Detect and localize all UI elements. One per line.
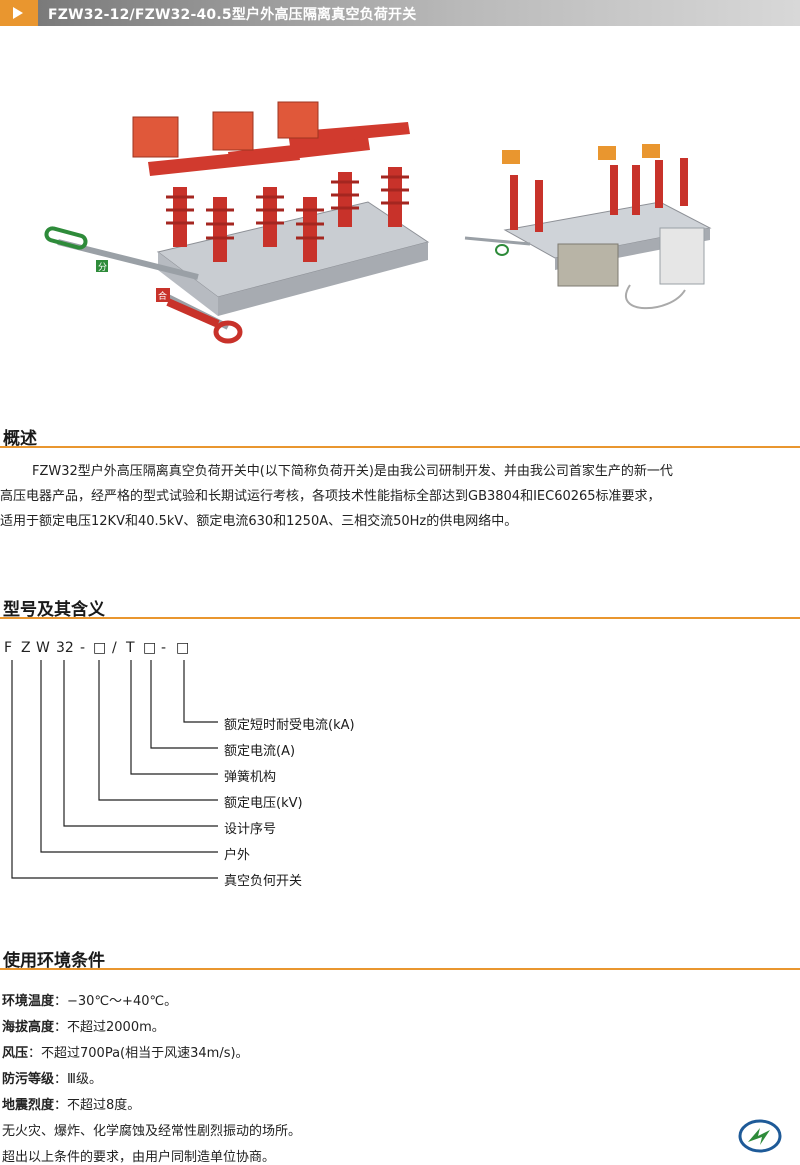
env-item: 无火灾、爆炸、化学腐蚀及经常性剧烈振动的场所。 [2,1120,301,1139]
overview-line-1: FZW32型户外高压隔离真空负荷开关中(以下简称负荷开关)是由我公司研制开发、并… [32,464,673,479]
code-char-t: T [126,640,135,656]
product-photo-small [464,144,712,310]
env-value: ：不超过700Pa(相当于风速34m/s)。 [28,1046,249,1061]
code-char-dash-2: - [161,640,167,656]
section-heading-overview: 概述 [3,429,37,449]
env-value: ：Ⅲ级。 [54,1072,102,1087]
env-key: 海拔高度 [2,1020,55,1035]
env-item: 环境温度：−30℃～+40℃。 [2,990,177,1009]
model-connector-lines [11,660,218,879]
page-header: FZW32-12/FZW32-40.5型户外高压隔离真空负荷开关 [0,0,800,26]
header-bar [38,0,800,26]
env-value: 超出以上条件的要求，由用户同制造单位协商。 [2,1150,276,1165]
code-char-box-withstand: □ [176,640,190,656]
env-value: ：不超过2000m。 [54,1020,165,1035]
env-item: 超出以上条件的要求，由用户同制造单位协商。 [2,1146,275,1165]
label-spring-mechanism: 弹簧机构 [224,770,277,785]
env-item: 防污等级：Ⅲ级。 [2,1068,102,1087]
label-design-serial: 设计序号 [224,822,277,837]
section-divider [0,446,800,448]
close-label: 合 [158,290,167,302]
code-char-box-voltage: □ [93,640,107,656]
env-value: 无火灾、爆炸、化学腐蚀及经常性剧烈振动的场所。 [2,1124,302,1139]
label-rated-withstand-current: 额定短时耐受电流(kA) [224,718,355,733]
open-label: 分 [98,262,107,273]
overview-paragraph: FZW32型户外高压隔离真空负荷开关中(以下简称负荷开关)是由我公司研制开发、并… [0,459,796,534]
env-key: 防污等级 [2,1072,55,1087]
code-char-slash: / [112,640,117,656]
env-value: ：不超过8度。 [54,1098,141,1113]
code-char-f: F [4,640,13,656]
code-char-z: Z [21,640,31,656]
env-value: ：−30℃～+40℃。 [54,994,178,1009]
section-divider [0,968,800,970]
env-item: 海拔高度：不超过2000m。 [2,1016,165,1035]
env-key: 环境温度 [2,994,55,1009]
label-rated-current: 额定电流(A) [224,744,296,759]
label-outdoor: 户外 [224,848,251,863]
env-key: 风压 [2,1046,29,1061]
code-char-32: 32 [56,640,74,656]
section-divider [0,617,800,619]
overview-line-2: 高压电器产品，经严格的型式试验和长期试运行考核，各项技术性能指标全部达到GB38… [0,489,661,504]
section-heading-environment: 使用环境条件 [3,951,105,971]
env-item: 风压：不超过700Pa(相当于风速34m/s)。 [2,1042,249,1061]
code-char-box-current: □ [143,640,157,656]
code-char-dash: - [80,640,86,656]
page-title: FZW32-12/FZW32-40.5型户外高压隔离真空负荷开关 [48,7,417,23]
env-key: 地震烈度 [2,1098,55,1113]
section-heading-model: 型号及其含义 [3,600,105,620]
label-rated-voltage: 额定电压(kV) [224,796,303,811]
company-logo-icon [738,1119,782,1153]
label-vacuum-load-switch: 真空负何开关 [224,874,303,889]
overview-line-3: 适用于额定电压12KV和40.5kV、额定电流630和1250A、三相交流50H… [0,514,518,529]
env-item: 地震烈度：不超过8度。 [2,1094,140,1113]
code-char-w: W [36,640,50,656]
product-photo-large: 分 合 [44,101,430,344]
play-arrow-icon [13,7,23,19]
